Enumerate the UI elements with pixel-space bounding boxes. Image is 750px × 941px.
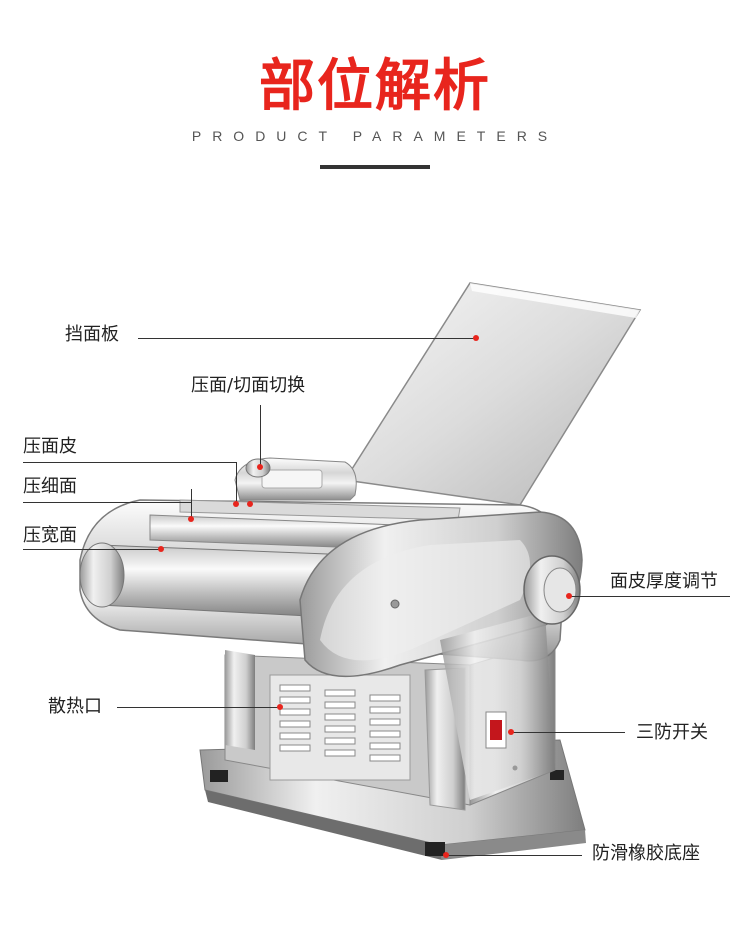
callout-rubber-base-dot bbox=[443, 852, 449, 858]
callout-press-sheet-line bbox=[23, 462, 236, 463]
callout-press-thin-label: 压细面 bbox=[23, 476, 77, 497]
callout-press-thin-vline bbox=[191, 489, 192, 519]
callout-switch-line bbox=[260, 405, 261, 467]
callout-switch-dot bbox=[257, 464, 263, 470]
callout-press-wide-line bbox=[23, 549, 161, 550]
callout-press-wide-label: 压宽面 bbox=[23, 525, 77, 546]
callout-press-thin-dot bbox=[188, 516, 194, 522]
callout-guard-plate-label: 挡面板 bbox=[65, 324, 119, 345]
callout-vent-line bbox=[117, 707, 280, 708]
callout-press-sheet-label: 压面皮 bbox=[23, 436, 77, 457]
callout-thickness-line bbox=[570, 596, 730, 597]
page-subtitle: PRODUCT PARAMETERS bbox=[191, 128, 559, 144]
page-title: 部位解析 bbox=[259, 54, 491, 119]
callout-guard-plate-line bbox=[138, 338, 478, 339]
callout-vent-label: 散热口 bbox=[48, 696, 102, 717]
callout-three-proof-switch-line bbox=[512, 732, 625, 733]
callout-press-sheet-dot-2 bbox=[247, 501, 253, 507]
callout-guard-plate-dot bbox=[473, 335, 479, 341]
callout-press-sheet-dot bbox=[233, 501, 239, 507]
callout-thickness-dot bbox=[566, 593, 572, 599]
callout-thickness-label: 面皮厚度调节 bbox=[610, 571, 718, 592]
callout-press-sheet-vline bbox=[236, 462, 237, 502]
callout-vent-dot bbox=[277, 704, 283, 710]
callout-three-proof-switch-label: 三防开关 bbox=[636, 722, 708, 743]
vent-grille bbox=[269, 674, 411, 781]
title-underline bbox=[320, 165, 430, 169]
callout-press-wide-dot bbox=[158, 546, 164, 552]
callout-rubber-base-label: 防滑橡胶底座 bbox=[592, 843, 700, 864]
callout-press-thin-line bbox=[23, 502, 191, 503]
callout-switch-label: 压面/切面切换 bbox=[191, 375, 306, 396]
callout-three-proof-switch-dot bbox=[508, 729, 514, 735]
callout-rubber-base-line bbox=[447, 855, 582, 856]
